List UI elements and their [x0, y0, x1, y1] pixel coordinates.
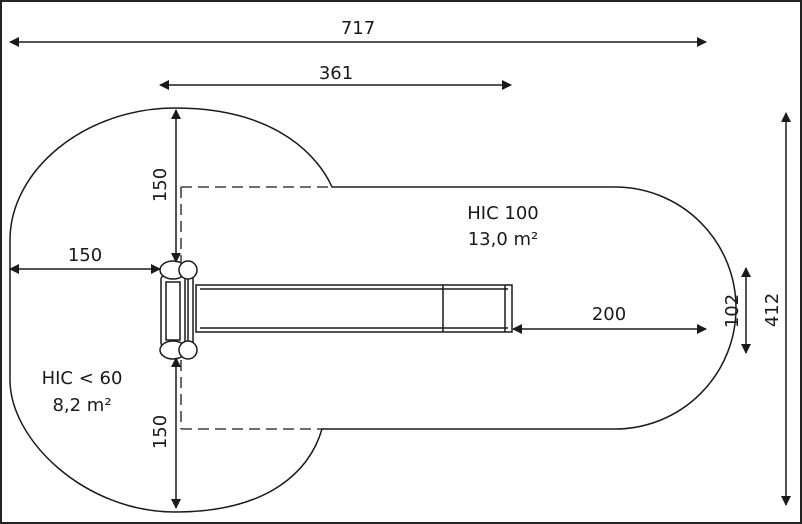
platform-body: [160, 275, 186, 347]
post-bottom-right: [178, 340, 198, 360]
top-clearance-label: 150: [150, 168, 171, 202]
overall-width-label: 412: [762, 293, 783, 327]
hic-low-zone-area: 8,2 m²: [52, 395, 111, 416]
hic-low-zone-label: HIC < 60: [42, 368, 123, 389]
structure-length-label: 361: [319, 63, 353, 84]
slide-chute: [195, 284, 513, 333]
overall-length-label: 717: [341, 18, 375, 39]
post-top-right: [178, 260, 198, 280]
hic-high-zone-label: HIC 100: [467, 203, 539, 224]
hic-high-zone-area: 13,0 m²: [468, 229, 539, 250]
safety-zone-outline: [9, 107, 737, 513]
slide-structure: [159, 260, 513, 360]
bottom-clearance-label: 150: [150, 415, 171, 449]
right-clearance-label: 200: [592, 304, 626, 325]
platform-inner: [165, 281, 181, 341]
left-clearance-label: 150: [68, 245, 102, 266]
structure-width-label: 102: [722, 294, 743, 328]
